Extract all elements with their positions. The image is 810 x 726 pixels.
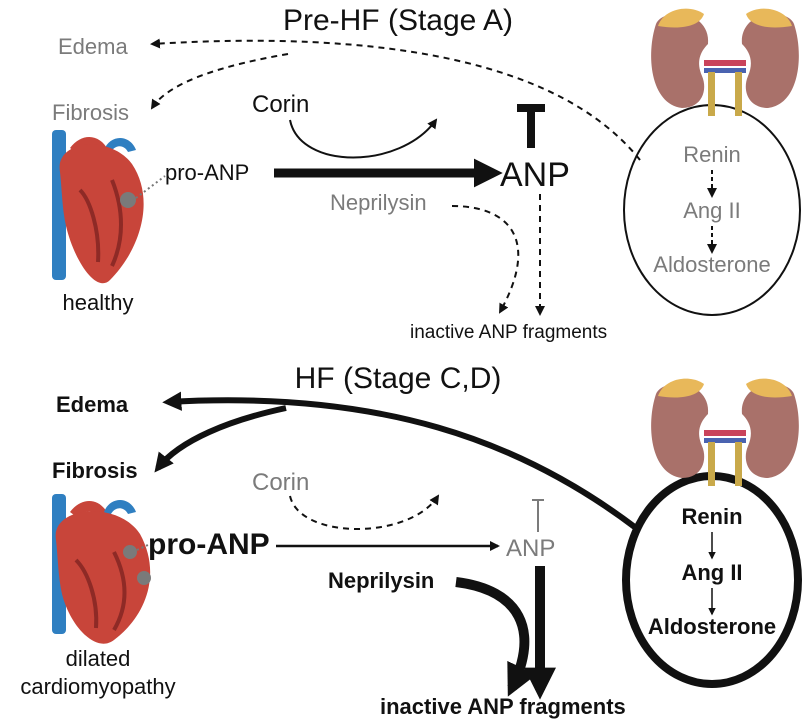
bottom-heart-label-2: cardiomyopathy [20, 674, 175, 699]
bottom-neprilysin-label: Neprilysin [328, 568, 434, 593]
top-corin-label: Corin [252, 91, 309, 118]
bottom-corin-label: Corin [252, 469, 309, 496]
bottom-ang-ii-label: Ang II [681, 560, 742, 585]
top-fibrosis-label: Fibrosis [52, 100, 129, 125]
bottom-neprilysin-arrow [455, 577, 537, 697]
top-heart-label: healthy [63, 290, 134, 315]
bottom-inhibition-bar [532, 499, 544, 532]
top-fragments-label: inactive ANP fragments [410, 322, 607, 343]
top-healthy-heart-icon [52, 130, 166, 284]
bottom-edema-label: Edema [56, 392, 129, 417]
bottom-anp-label: ANP [506, 535, 555, 562]
bottom-heart-label-1: dilated [66, 646, 131, 671]
bottom-corin-arrow [289, 494, 440, 530]
top-corin-arrow [289, 118, 438, 159]
top-neprilysin-arrow [451, 205, 520, 314]
bottom-aldosterone-label: Aldosterone [648, 614, 776, 639]
top-neprilysin-label: Neprilysin [330, 190, 427, 215]
top-edema-label: Edema [58, 34, 128, 59]
bottom-fibrosis-label: Fibrosis [52, 458, 138, 483]
top-fibrosis-arrow [150, 53, 289, 110]
bottom-dilated-heart-icon [52, 494, 151, 644]
bottom-kidneys-icon [651, 378, 799, 486]
top-anp-label: ANP [500, 156, 570, 194]
bottom-edema-arrow [162, 391, 638, 531]
bottom-renin-label: Renin [681, 504, 742, 529]
top-inhibition-bar [517, 104, 545, 148]
top-ang-ii-label: Ang II [683, 198, 740, 223]
top-renin-label: Renin [683, 142, 740, 167]
top-title: Pre-HF (Stage A) [283, 4, 513, 37]
bottom-pro-anp-label: pro-ANP [148, 528, 270, 561]
bottom-fibrosis-arrow [154, 405, 287, 473]
bottom-fragments-label: inactive ANP fragments [380, 694, 626, 719]
bottom-title: HF (Stage C,D) [295, 362, 502, 395]
top-pro-anp-label: pro-ANP [165, 160, 249, 185]
top-kidneys-icon [651, 8, 799, 116]
top-aldosterone-label: Aldosterone [653, 252, 770, 277]
top-edema-arrow [150, 38, 641, 161]
